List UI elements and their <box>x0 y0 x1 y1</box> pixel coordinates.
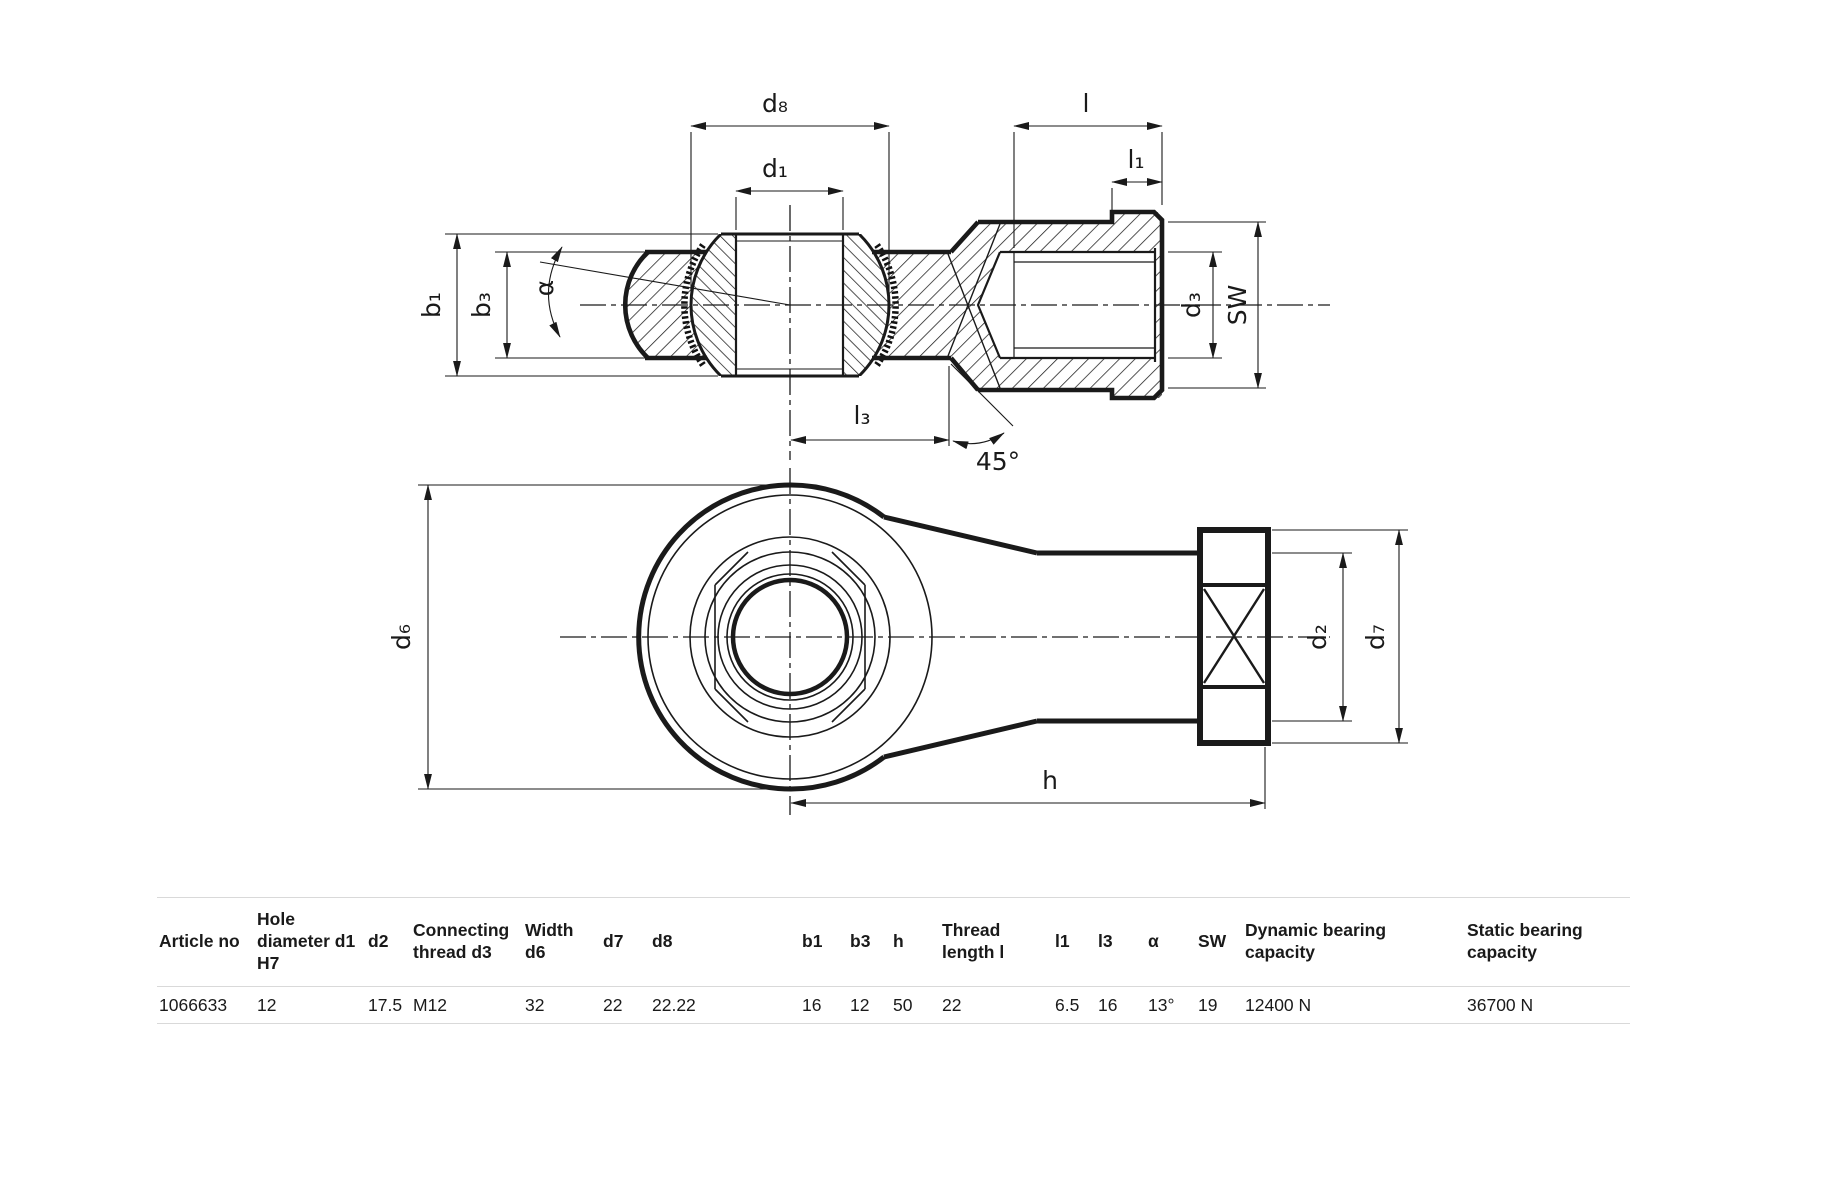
dim-label-l3: l₃ <box>854 401 871 430</box>
end-cap-cross <box>1202 588 1266 684</box>
neck-edges <box>949 220 980 392</box>
ext-b1 <box>445 233 718 377</box>
spec-column-header: Width d6 <box>523 897 601 987</box>
spec-column-header: α <box>1146 897 1196 987</box>
thread-bore-outline <box>976 248 1157 362</box>
spec-column-header: d7 <box>601 897 650 987</box>
spec-value: 50 <box>891 986 940 1024</box>
liner-band-left <box>681 243 706 367</box>
dimensions-top-view <box>445 122 1266 446</box>
spec-column-header: Hole diameter d1 H7 <box>255 897 366 987</box>
dim-label-alpha: α <box>530 280 559 296</box>
ext-d1 <box>735 197 844 230</box>
spec-column-header: b3 <box>848 897 891 987</box>
dim-label-l1: l₁ <box>1128 145 1145 174</box>
side-section-view <box>539 205 1330 460</box>
spec-value: 22 <box>940 986 1053 1024</box>
dim-label-d3: d₃ <box>1177 292 1206 318</box>
liner-band-right <box>874 243 899 367</box>
spec-value: 17.5 <box>366 986 411 1024</box>
dim-label-d2: d₂ <box>1303 624 1332 650</box>
spec-value: 12 <box>255 986 366 1024</box>
neck-cone-section <box>951 222 978 390</box>
spec-column-header: Static bearing capacity <box>1465 897 1630 987</box>
chamfer-45-line <box>950 363 1014 427</box>
spec-value: 32 <box>523 986 601 1024</box>
spec-column-header: l1 <box>1053 897 1096 987</box>
spec-column-header: d8 <box>650 897 800 987</box>
ext-d6 <box>418 484 786 790</box>
dim-label-d7: d₇ <box>1361 624 1390 650</box>
dim-label-l: l <box>1083 89 1090 118</box>
spec-column-header: b1 <box>800 897 848 987</box>
ext-d2 <box>1272 552 1352 722</box>
dimensions-front-view <box>418 484 1408 809</box>
chamfer-45-arc <box>952 432 1005 450</box>
dim-label-b1: b₁ <box>417 292 446 318</box>
spec-column-header: Dynamic bearing capacity <box>1243 897 1465 987</box>
spec-value: 13° <box>1146 986 1196 1024</box>
spec-value: M12 <box>411 986 523 1024</box>
ext-d8 <box>690 132 890 300</box>
cone-cross-lines <box>947 223 1001 389</box>
spec-value: 22.22 <box>650 986 800 1024</box>
alpha-angle-arc <box>547 246 563 338</box>
spec-column-header: l3 <box>1096 897 1146 987</box>
spec-value: 12400 N <box>1243 986 1465 1024</box>
spec-column-header: d2 <box>366 897 411 987</box>
dim-label-45: 45° <box>976 447 1020 476</box>
dim-label-sw: SW <box>1223 285 1252 326</box>
spec-column-header: Thread length l <box>940 897 1053 987</box>
spec-value: 22 <box>601 986 650 1024</box>
front-view <box>560 468 1330 815</box>
ext-d7 <box>1272 529 1408 744</box>
housing-edges <box>645 249 951 361</box>
spec-column-header: SW <box>1196 897 1243 987</box>
spec-column-header: Connecting thread d3 <box>411 897 523 987</box>
dim-label-b3: b₃ <box>467 292 496 318</box>
spec-value: 6.5 <box>1053 986 1096 1024</box>
ext-l <box>1013 132 1163 248</box>
dim-label-d8: d₈ <box>762 89 788 118</box>
spec-column-header: Article no <box>157 897 255 987</box>
spec-value: 19 <box>1196 986 1243 1024</box>
dim-label-d6: d₆ <box>387 624 416 650</box>
ext-b3 <box>495 251 645 359</box>
shank-front-edges <box>883 514 1200 760</box>
spec-value: 16 <box>800 986 848 1024</box>
dim-label-d1: d₁ <box>762 154 788 183</box>
ball-right-section <box>843 234 890 376</box>
spec-value: 12 <box>848 986 891 1024</box>
ext-sw <box>1168 221 1266 389</box>
end-cap-bands <box>1200 583 1268 689</box>
spec-value: 1066633 <box>157 986 255 1024</box>
dimension-labels: d₈ d₁ l l₁ b₁ b₃ α d₃ SW l₃ 45° d₆ d₂ d₇… <box>387 89 1390 795</box>
alpha-angle-leg <box>539 261 791 306</box>
spec-value: 36700 N <box>1465 986 1630 1024</box>
dim-label-h: h <box>1042 766 1058 795</box>
spec-column-header: h <box>891 897 940 987</box>
spec-value: 16 <box>1096 986 1146 1024</box>
